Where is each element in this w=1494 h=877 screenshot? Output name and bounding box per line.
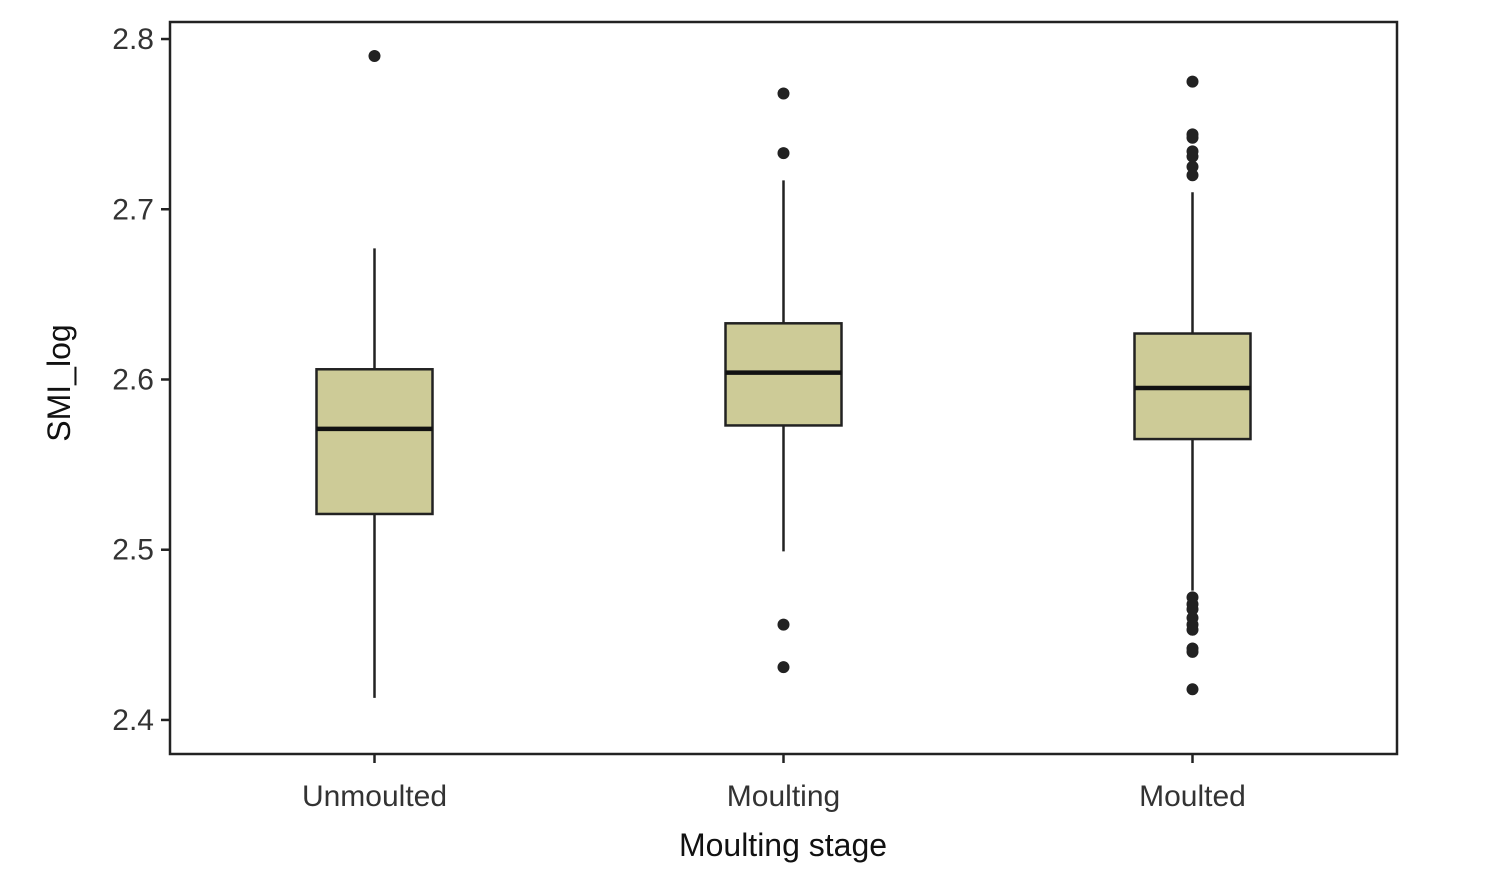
outlier-point [1186,169,1199,182]
outlier-point [368,50,381,63]
box-group-moulting [724,87,843,674]
outlier-point [1186,75,1199,88]
outlier-point [777,147,790,160]
x-tick-label: Unmoulted [302,780,447,813]
y-axis: 2.4 2.5 2.6 2.7 2.8 [112,23,170,737]
outlier-point [777,661,790,674]
y-tick-label: 2.5 [112,534,154,567]
outlier-point [1186,623,1199,636]
outlier-point [1186,160,1199,173]
x-tick-label: Moulting [727,780,840,813]
outlier-point [1186,150,1199,163]
outlier-point [777,618,790,631]
x-axis-title: Moulting stage [679,827,887,863]
outlier-point [1186,683,1199,696]
y-tick-label: 2.7 [112,193,154,226]
box-iqr [315,368,434,516]
outlier-point [1186,603,1199,616]
y-axis-title: SMI_log [41,324,77,441]
x-tick-label: Moulted [1139,780,1246,813]
outlier-point [1186,645,1199,658]
y-tick-label: 2.6 [112,363,154,396]
box-group-unmoulted [315,50,434,698]
box-series [315,50,1252,698]
outlier-point [1186,131,1199,144]
y-tick-label: 2.4 [112,704,154,737]
outlier-point [777,87,790,100]
x-axis: Unmoulted Moulting Moulted [302,754,1246,813]
box-group-moulted [1133,75,1252,696]
y-tick-label: 2.8 [112,23,154,56]
